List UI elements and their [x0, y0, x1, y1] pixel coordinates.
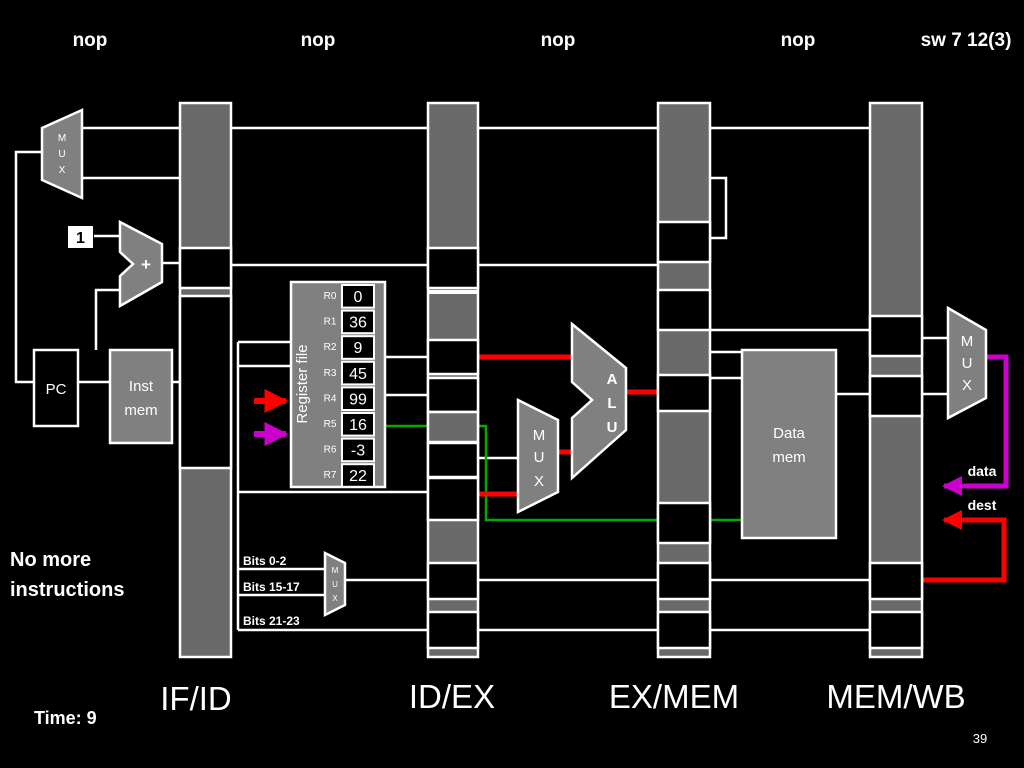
dest-mux-m: M: [332, 566, 339, 575]
constant-one-label: 1: [76, 230, 85, 247]
status-line-1: No more: [10, 549, 91, 571]
stage-instruction-fetch: nop: [73, 30, 108, 51]
writeback-dest-label: dest: [968, 497, 997, 513]
id-ex-register: [426, 101, 480, 659]
stage-instruction-memory: nop: [781, 30, 816, 51]
label-mem-wb: MEM/WB: [826, 678, 965, 715]
pc-register: PC: [32, 348, 80, 428]
bits-label-0-2: Bits 0-2: [243, 554, 287, 568]
dest-mux-u: U: [332, 580, 338, 589]
bits-label-15-17: Bits 15-17: [243, 580, 300, 594]
if-id-register: [178, 101, 233, 659]
stage-instruction-execute: nop: [541, 30, 576, 51]
register-value-box-r6: [341, 437, 375, 463]
alu-mux-u: U: [534, 449, 545, 466]
label-id-ex: ID/EX: [409, 678, 495, 715]
inst-mem-label-line1: Inst: [129, 378, 154, 395]
register-value-box-r7: [341, 463, 375, 488]
active-wires: [254, 354, 1007, 583]
register-name-r1: R1: [324, 317, 337, 328]
pc-mux-m: M: [58, 133, 66, 144]
data-mem-label-line2: mem: [772, 449, 805, 466]
instruction-memory: Inst mem: [108, 348, 174, 445]
time-label: Time: 9: [34, 708, 97, 728]
register-value-r4: 99: [349, 391, 367, 408]
ex-mem-register: [656, 101, 712, 659]
register-name-r6: R6: [324, 445, 337, 456]
stage-instruction-writeback: sw 7 12(3): [921, 30, 1012, 51]
label-if-id: IF/ID: [160, 680, 232, 717]
register-name-r3: R3: [324, 368, 337, 379]
slide-number: 39: [973, 731, 987, 746]
pc-mux-x: X: [59, 165, 66, 176]
alu-label-u: U: [607, 419, 618, 436]
register-value-r1: 36: [349, 315, 367, 332]
alu: A L U: [570, 321, 628, 481]
bits-label-21-23: Bits 21-23: [243, 614, 300, 628]
register-value-box-r3: [341, 360, 375, 386]
wb-mux-u: U: [962, 355, 973, 372]
mem-wb-register: [868, 101, 924, 659]
wb-mux-x: X: [962, 377, 972, 394]
wb-mux-m: M: [961, 333, 974, 350]
register-name-r0: R0: [324, 291, 337, 302]
store-data-forward-wire: [478, 424, 658, 522]
pc-mux-u: U: [58, 149, 65, 160]
alu-label-l: L: [607, 395, 616, 412]
register-name-r2: R2: [324, 342, 337, 353]
register-value-r5: 16: [349, 417, 367, 434]
pc-adder: +: [118, 219, 164, 309]
writeback-data-label: data: [968, 463, 997, 479]
alu-input-mux: M U X: [516, 397, 560, 515]
register-value-r0: 0: [354, 289, 363, 306]
register-value-box-r0: [341, 284, 375, 309]
register-value-box-r4: [341, 386, 375, 411]
register-name-r7: R7: [324, 470, 337, 481]
alu-label-a: A: [607, 371, 618, 388]
register-value-r2: 9: [354, 340, 363, 357]
register-value-box-r5: [341, 412, 375, 437]
pc-mux: M U X: [40, 108, 84, 200]
dest-mux-x: X: [332, 594, 338, 603]
pc-label: PC: [46, 381, 67, 398]
stage-instruction-decode: nop: [301, 30, 336, 51]
dest-mux: M U X: [323, 550, 347, 618]
writeback-wires: [254, 354, 1009, 496]
data-memory: Data mem: [740, 348, 838, 540]
label-ex-mem: EX/MEM: [609, 678, 739, 715]
register-value-r6: -3: [351, 443, 365, 460]
datapath-wires: [14, 126, 948, 632]
register-value-r3: 45: [349, 366, 367, 383]
writeback-mux: M U X: [946, 305, 988, 421]
register-value-box-r2: [341, 335, 375, 360]
register-value-r7: 22: [349, 468, 367, 485]
alu-mux-m: M: [533, 427, 546, 444]
status-line-2: instructions: [10, 579, 124, 601]
data-mem-label-line1: Data: [773, 425, 805, 442]
register-value-box-r1: [341, 309, 375, 335]
inst-mem-label-line2: mem: [124, 402, 157, 419]
register-name-r4: R4: [324, 393, 337, 404]
adder-plus-symbol: +: [141, 255, 151, 274]
register-name-r5: R5: [324, 419, 337, 430]
alu-mux-x: X: [534, 473, 544, 490]
constant-one-box: [68, 226, 93, 248]
register-file-title: Register file: [294, 344, 311, 423]
